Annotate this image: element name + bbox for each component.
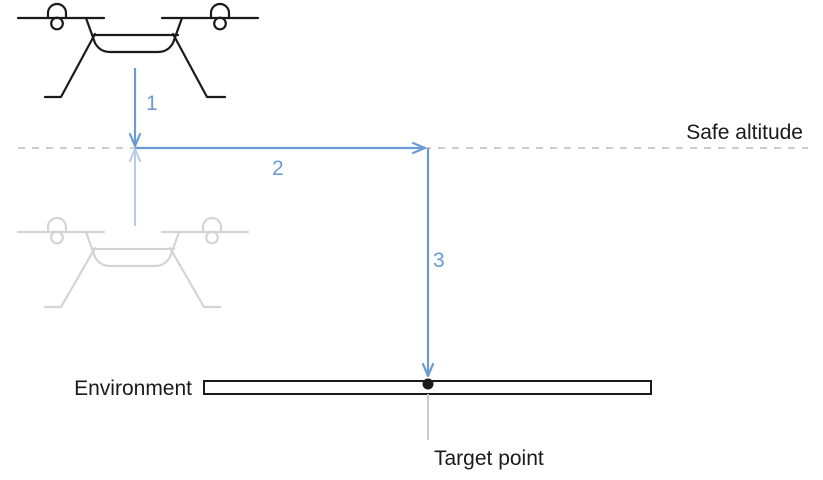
safe-altitude-label: Safe altitude — [686, 121, 803, 144]
drone-icon — [16, 2, 260, 99]
target-point-label: Target point — [434, 447, 544, 470]
drone-ghost-icon — [16, 216, 250, 309]
step-label-1: 1 — [146, 92, 158, 115]
step-label-2: 2 — [272, 157, 284, 180]
step-label-3: 3 — [433, 249, 445, 272]
environment-label: Environment — [74, 377, 192, 400]
target-point-marker — [422, 378, 434, 390]
